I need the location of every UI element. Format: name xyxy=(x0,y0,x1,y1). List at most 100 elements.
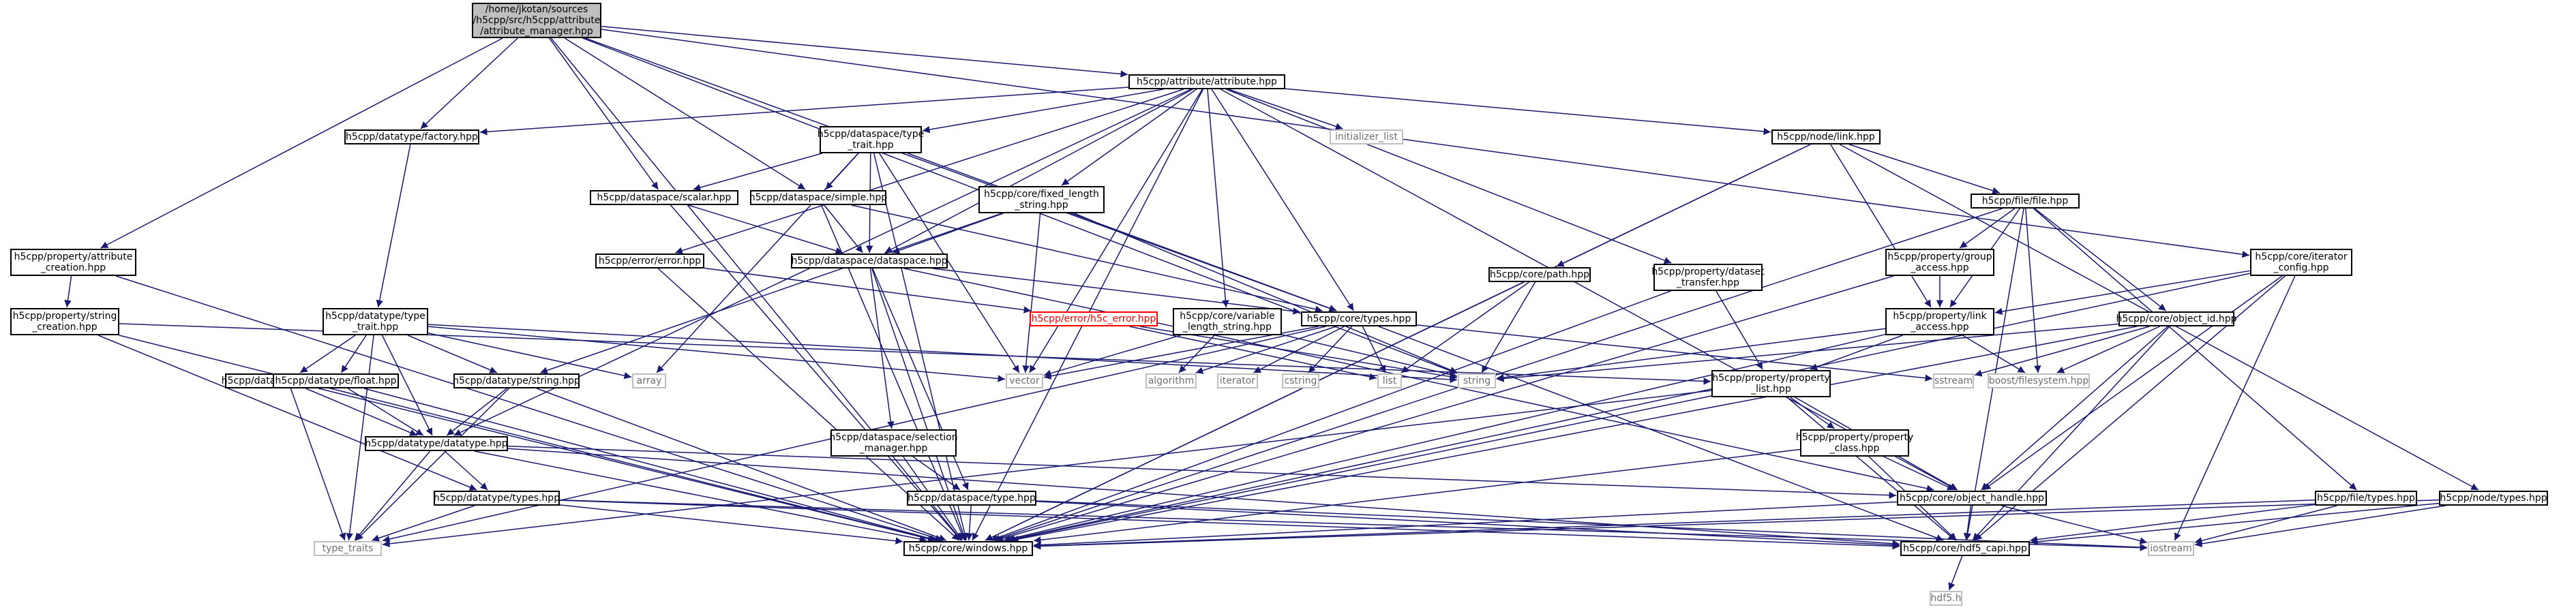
node-error-error[interactable]: h5cpp/error/error.hpp xyxy=(595,254,704,268)
edge-attribute-to-ds-dataspace xyxy=(884,89,1193,254)
edge-core-types-to-cstring xyxy=(1308,326,1353,373)
node-core-object-id[interactable]: h5cpp/core/object_id.hpp xyxy=(2116,311,2237,326)
edge-core-object-id-to-core-object-handle xyxy=(1981,326,2168,491)
node-prop-group-access[interactable]: h5cpp/property/group _access.hpp xyxy=(1885,249,1994,276)
edge-ds-type-trait-to-core-types xyxy=(908,153,1337,312)
edge-dt-type-trait-to-string xyxy=(428,324,1458,384)
edge-dt-datatype-to-core-windows xyxy=(474,450,927,543)
edge-core-variable-length-to-string xyxy=(1281,334,1458,378)
edge-dt-float-to-core-windows xyxy=(363,388,938,542)
node-dt-type-trait[interactable]: h5cpp/datatype/type _trait.hpp xyxy=(323,308,428,335)
edge-core-types-to-iterator xyxy=(1253,326,1345,373)
edge-dt-integer-to-core-windows xyxy=(318,388,935,542)
node-dt-datatype[interactable]: h5cpp/datatype/datatype.hpp xyxy=(365,436,508,451)
edge-attribute-to-node-link xyxy=(1285,88,1771,136)
edge-dt-type-trait-to-dt-datatype xyxy=(381,335,433,436)
node-dt-factory[interactable]: h5cpp/datatype/factory.hpp xyxy=(344,129,479,144)
edge-dt-type-trait-to-dt-string xyxy=(407,335,498,373)
node-ds-simple[interactable]: h5cpp/dataspace/simple.hpp xyxy=(749,190,887,205)
node-ds-dataspace[interactable]: h5cpp/dataspace/dataspace.hpp xyxy=(791,254,948,268)
edge-attribute-manager-to-core-windows xyxy=(550,37,962,541)
edge-dt-types-to-type-traits xyxy=(372,505,475,542)
node-ds-type-trait[interactable]: h5cpp/dataspace/type _trait.hpp xyxy=(818,126,924,153)
node-core-object-handle[interactable]: h5cpp/core/object_handle.hpp xyxy=(1897,491,2047,506)
edge-dt-type-trait-to-dt-float xyxy=(340,335,367,373)
edge-attribute-to-core-fixed-length xyxy=(1061,89,1197,186)
node-type-traits: type_traits xyxy=(314,541,382,556)
node-attribute[interactable]: h5cpp/attribute/attribute.hpp xyxy=(1128,74,1285,89)
edge-file-file-to-core-object-id xyxy=(2034,208,2167,311)
edge-core-fixed-length-to-ds-dataspace xyxy=(892,213,1004,254)
node-dt-float[interactable]: h5cpp/datatype/float.hpp xyxy=(273,373,399,388)
node-core-windows[interactable]: h5cpp/core/windows.hpp xyxy=(903,541,1033,556)
node-core-types[interactable]: h5cpp/core/types.hpp xyxy=(1301,311,1417,326)
edge-node-link-to-prop-link-access xyxy=(1830,144,1932,308)
edge-ds-selection-manager-to-ds-type xyxy=(912,456,961,491)
edge-dt-type-trait-to-type-traits xyxy=(346,335,374,541)
node-node-types[interactable]: h5cpp/node/types.hpp xyxy=(2439,491,2548,506)
node-algorithm: algorithm xyxy=(1145,373,1197,388)
node-prop-property-list[interactable]: h5cpp/property/property _list.hpp xyxy=(1711,370,1831,397)
edge-core-fixed-length-to-string xyxy=(1074,213,1458,373)
edge-file-file-to-boost-filesystem xyxy=(2025,208,2041,373)
node-prop-attr-creation[interactable]: h5cpp/property/attribute _creation.hpp xyxy=(10,249,136,276)
edge-prop-group-access-to-core-windows xyxy=(995,275,1894,542)
edge-prop-dataset-transfer-to-core-windows xyxy=(990,290,1671,542)
edge-attribute-to-dt-factory xyxy=(479,87,1129,136)
edge-prop-link-access-to-string xyxy=(1496,328,1886,382)
edge-core-types-to-algorithm xyxy=(1195,326,1336,374)
edge-ds-type-trait-to-array xyxy=(656,153,859,373)
edge-core-object-id-to-string xyxy=(1496,323,2119,382)
edge-node-types-to-core-windows xyxy=(1033,499,2440,550)
node-prop-dataset-transfer[interactable]: h5cpp/property/dataset _transfer.hpp xyxy=(1651,264,1765,291)
node-ds-scalar[interactable]: h5cpp/dataspace/scalar.hpp xyxy=(590,190,738,205)
node-prop-link-access[interactable]: h5cpp/property/link _access.hpp xyxy=(1885,308,1994,335)
node-node-link[interactable]: h5cpp/node/link.hpp xyxy=(1771,129,1881,144)
edge-dt-type-trait-to-dt-integer xyxy=(299,335,356,373)
edge-file-file-to-core-windows xyxy=(993,208,2003,542)
edge-ds-scalar-to-core-windows xyxy=(670,204,962,541)
edge-node-types-to-iostream xyxy=(2194,505,2446,548)
node-prop-string-creation[interactable]: h5cpp/property/string _creation.hpp xyxy=(10,308,119,335)
node-core-fixed-length[interactable]: h5cpp/core/fixed_length _string.hpp xyxy=(978,186,1105,213)
edge-core-fixed-length-to-vector xyxy=(1022,213,1041,373)
edge-prop-attr-creation-to-core-windows xyxy=(115,275,943,542)
edge-file-types-to-core-hdf5-capi xyxy=(2030,504,2316,543)
edge-core-variable-length-to-algorithm xyxy=(1178,335,1215,373)
edge-ds-type-trait-to-core-windows xyxy=(873,153,968,541)
node-ds-selection-manager[interactable]: h5cpp/dataspace/selection _manager.hpp xyxy=(829,429,958,457)
edge-dt-string-to-type-traits xyxy=(355,388,509,541)
node-ds-type[interactable]: h5cpp/dataspace/type.hpp xyxy=(907,491,1036,506)
edge-dt-integer-to-type-traits xyxy=(290,388,346,541)
edge-prop-property-class-to-core-windows xyxy=(1033,448,1801,544)
node-prop-property-class[interactable]: h5cpp/property/property _class.hpp xyxy=(1796,429,1913,457)
node-dt-string[interactable]: h5cpp/datatype/string.hpp xyxy=(453,373,580,388)
edge-core-variable-length-to-vector xyxy=(1043,335,1181,377)
edge-dt-factory-to-dt-type-trait xyxy=(376,144,411,308)
node-file-types[interactable]: h5cpp/file/types.hpp xyxy=(2315,491,2417,506)
edge-attribute-manager-to-ds-scalar xyxy=(549,37,659,190)
node-core-variable-length[interactable]: h5cpp/core/variable _length_string.hpp xyxy=(1173,308,1282,335)
edge-dt-float-to-dt-datatype xyxy=(347,388,424,436)
edge-file-file-to-file-types xyxy=(2033,208,2357,491)
edge-prop-property-class-to-core-object-handle xyxy=(1883,456,1955,491)
node-vector: vector xyxy=(1006,373,1043,388)
node-core-path[interactable]: h5cpp/core/path.hpp xyxy=(1488,267,1591,282)
edge-core-object-handle-to-core-windows xyxy=(1033,501,1898,549)
edge-attribute-to-ds-type-trait xyxy=(922,89,1164,134)
edge-ds-simple-to-core-types xyxy=(851,204,1323,313)
node-file-file[interactable]: h5cpp/file/file.hpp xyxy=(1971,194,2080,209)
edge-dt-types-to-core-windows xyxy=(559,504,903,544)
node-dt-types[interactable]: h5cpp/datatype/types.hpp xyxy=(434,491,560,506)
node-initializer-list: initializer_list xyxy=(1330,129,1403,144)
node-h5c-error[interactable]: h5cpp/error/h5c_error.hpp xyxy=(1030,311,1158,326)
edge-prop-link-access-to-prop-property-list xyxy=(1810,335,1903,371)
edge-ds-scalar-to-ds-dataspace xyxy=(688,204,843,254)
node-core-hdf5-capi[interactable]: h5cpp/core/hdf5_capi.hpp xyxy=(1900,541,2030,556)
node-attribute-manager: /home/jkotan/sources /h5cpp/src/h5cpp/at… xyxy=(472,3,601,38)
edge-core-object-handle-to-iostream xyxy=(2001,505,2148,544)
node-core-iterator-config[interactable]: h5cpp/core/iterator _config.hpp xyxy=(2250,249,2352,276)
edge-file-types-to-iostream xyxy=(2194,505,2337,544)
edge-attribute-manager-to-ds-simple xyxy=(564,37,806,190)
